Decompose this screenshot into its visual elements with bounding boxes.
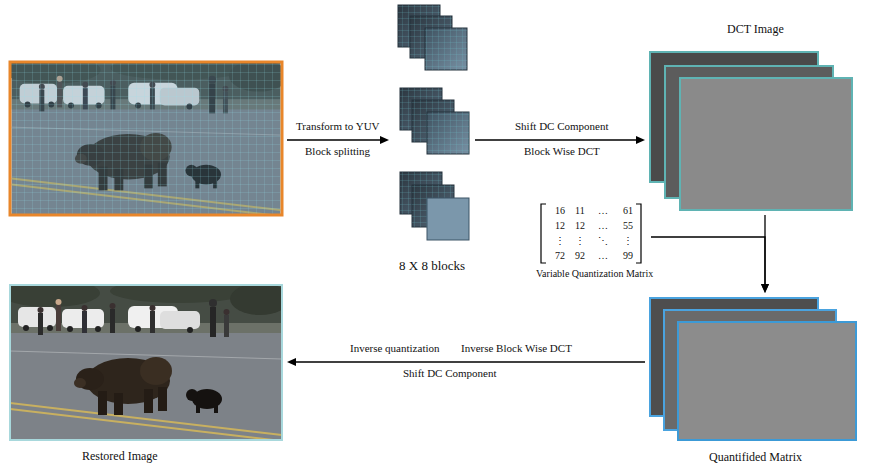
arrowhead <box>636 136 645 144</box>
restored-image <box>0 279 290 441</box>
node-heading: DCT Image <box>727 22 784 36</box>
matrix-cell: ⋱ <box>598 235 608 247</box>
matrix-cell: 92 <box>575 250 585 262</box>
matrix-cell: 16 <box>555 205 565 217</box>
matrix-cell: 99 <box>623 250 633 262</box>
arrowhead <box>761 284 769 293</box>
connector <box>287 358 645 366</box>
restored-image: Restored Image <box>8 283 286 468</box>
matrix-cell: ⋮ <box>575 235 585 247</box>
connector-line <box>651 237 765 286</box>
yuv-arrow <box>287 136 389 144</box>
step-label: Inverse Block Wise DCT <box>459 342 574 355</box>
restored-image-shape <box>10 285 284 442</box>
matrix-cell: 72 <box>555 250 565 262</box>
step-label: Block splitting <box>303 145 372 158</box>
step-label: Transform to YUV <box>294 120 382 133</box>
matrix-cell: 11 <box>575 205 585 217</box>
matrix-cell: 12 <box>575 220 585 232</box>
dct-layers <box>650 52 852 210</box>
matrix-cell: 12 <box>555 220 565 232</box>
step-label: Block Wise DCT <box>522 145 602 158</box>
block-stack: 8 X 8 blocks <box>393 3 473 275</box>
matrix-cell: ⋮ <box>623 235 633 247</box>
matrix-caption: Variable Quantization Matrix <box>536 268 653 280</box>
matrix-cell: 55 <box>623 220 633 232</box>
arrowhead <box>761 284 769 293</box>
matrix-cell: … <box>598 220 608 232</box>
quantified-matrix: Quantifided Matrix <box>645 295 863 467</box>
edge-label: Shift DC Component <box>513 120 611 133</box>
dct-image-shape <box>648 50 858 212</box>
matrix-cell: ⋮ <box>555 235 565 247</box>
quantified-layers <box>650 298 856 440</box>
block-stack-shape <box>396 3 472 243</box>
connector <box>475 136 645 144</box>
connector-line <box>294 361 645 362</box>
block-stacks <box>398 5 469 240</box>
original-image <box>2 56 288 216</box>
node-heading: 8 X 8 blocks <box>399 258 465 274</box>
node-heading: Restored Image <box>82 449 158 463</box>
matrix-cell: 61 <box>623 205 633 217</box>
quantified-matrix-shape <box>648 296 862 443</box>
quantization-matrix: 16 11 … 61 12 12 … 55 ⋮ ⋮ ⋱ ⋮ 72 92 … 99Variable Quanti… <box>525 200 665 285</box>
matrix-cell: … <box>598 205 608 217</box>
matrix-cell: … <box>598 250 608 262</box>
arrowhead <box>287 358 296 366</box>
dct-image: DCT Image <box>645 20 860 215</box>
connector-line <box>475 139 638 140</box>
node-heading: Quantifided Matrix <box>709 450 802 464</box>
step-label: Inverse quantization <box>348 342 442 355</box>
matrix-brackets <box>541 204 641 263</box>
edge-label: Shift DC Component <box>401 367 499 380</box>
connector <box>651 237 769 293</box>
